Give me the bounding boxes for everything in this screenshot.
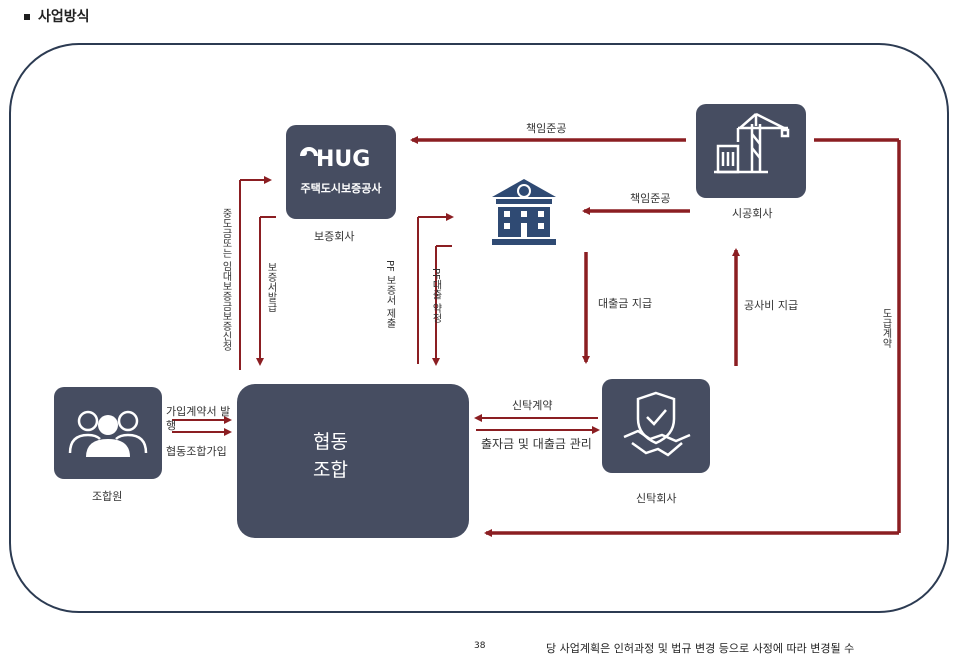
heading-bullet xyxy=(24,14,30,20)
handshake-shield-icon xyxy=(623,391,691,457)
label-hug-to-coop: 보증서발급 xyxy=(265,262,276,312)
coop-node: 협동 조합 xyxy=(237,384,469,538)
hug-subtitle: 주택도시보증공사 xyxy=(300,182,382,195)
label-trust-to-contractor: 공사비 지급 xyxy=(744,299,799,312)
coop-label-line1: 협동 xyxy=(313,431,348,453)
label-contractor-to-bank: 책임준공 xyxy=(630,192,671,205)
label-construction-contract: 도급계약 xyxy=(880,308,891,348)
section-heading: 사업방식 xyxy=(24,6,90,26)
trust-caption: 신탁회사 xyxy=(636,492,677,505)
trust-node xyxy=(602,379,710,473)
contractor-caption: 시공회사 xyxy=(732,207,773,220)
hug-caption: 보증회사 xyxy=(314,230,355,243)
contractor-node xyxy=(696,104,806,198)
label-bank-to-coop: PF대출 약정 xyxy=(430,268,441,323)
label-trust-contract: 신탁계약 xyxy=(512,399,553,412)
crane-building-icon xyxy=(714,112,790,174)
label-coop-to-hug: 중도금또는 임대보증금보증신청 xyxy=(220,208,231,352)
coop-label: 협동 조합 xyxy=(313,428,348,484)
bank-node xyxy=(486,175,562,251)
footer-note: 당 사업계획은 인허과정 및 법규 변경 등으로 사정에 따라 변경될 수 xyxy=(546,642,855,655)
diagram-frame xyxy=(9,43,949,613)
heading-text: 사업방식 xyxy=(38,9,90,25)
label-coop-to-bank: PF 보증서 제출 xyxy=(384,260,395,329)
coop-label-line2: 조합 xyxy=(313,459,348,481)
label-funds-management: 출자금 및 대출금 관리 xyxy=(481,437,592,451)
label-contractor-to-hug: 책임준공 xyxy=(526,122,567,135)
bank-icon xyxy=(492,179,556,245)
label-bank-to-trust: 대출금 지급 xyxy=(598,297,653,310)
hug-node: HUG 주택도시보증공사 xyxy=(286,125,396,219)
members-caption: 조합원 xyxy=(92,490,123,503)
hug-logo-mark-icon xyxy=(298,147,320,165)
hug-logo: HUG xyxy=(316,147,371,172)
label-join-contract: 가입계약서 발행 xyxy=(166,405,231,432)
people-group-icon xyxy=(68,410,148,457)
label-join-coop: 협동조합가입 xyxy=(166,445,227,458)
page-number: 38 xyxy=(474,641,486,651)
members-node xyxy=(54,387,162,479)
